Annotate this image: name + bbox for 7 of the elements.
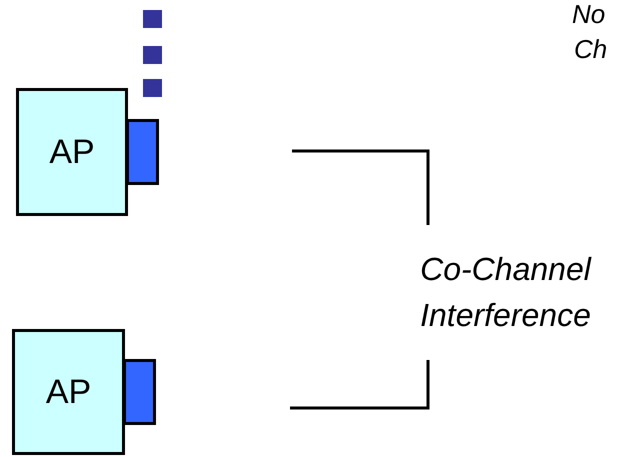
node-label: AP	[46, 372, 92, 412]
annotation-text: Ch	[574, 36, 608, 62]
annotation-text: Co-Channel Interference	[419, 250, 592, 335]
annotation-text: No	[572, 1, 606, 27]
access-point-box	[12, 329, 125, 455]
access-point-box	[16, 88, 128, 216]
node-label: AP	[49, 132, 95, 172]
